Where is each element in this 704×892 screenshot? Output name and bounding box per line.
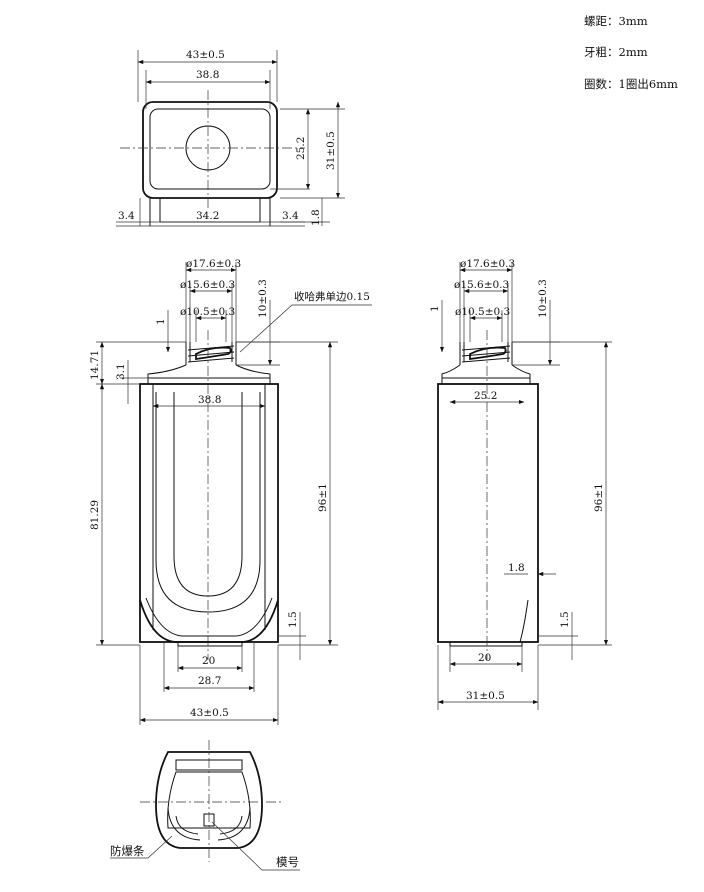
thread-width-note: 牙粗：2mm [584,45,648,59]
top-foot-left-label: 3.4 [118,210,135,222]
side-neck-thread-label: ø15.6±0.3 [454,279,509,291]
top-depth-outer-label: 31±0.5 [325,131,337,170]
vent-strip-label: 防爆条 [110,844,145,858]
front-shoulder-ring-label: 3.1 [115,363,127,380]
front-shoulder-total-label: 14.71 [89,350,101,380]
side-neck-outer-label: ø17.6±0.3 [460,258,515,270]
front-base-curve [139,599,279,643]
front-body-width-label: 43±0.5 [190,707,229,719]
front-neck-thread-label: ø15.6±0.3 [180,279,235,291]
side-neck-outline [459,342,513,365]
front-shoulder [147,364,271,385]
side-body-depth-label: 31±0.5 [466,690,505,702]
front-neck-outer-label: ø17.6±0.3 [186,258,241,270]
front-neck-height-label: 10±0.3 [257,279,269,318]
bottom-view-outline [155,751,263,849]
side-total-height-label: 96±1 [593,483,605,512]
side-inner-width-label: 25.2 [474,390,497,402]
top-foot-right-label: 3.4 [282,210,299,222]
front-total-height-label: 96±1 [317,483,329,512]
side-thread-step-label: 1 [429,305,441,312]
side-neck-height-label: 10±0.3 [537,279,549,318]
front-body-inner-width-label: 38.8 [198,394,221,406]
front-neck-outline [185,342,237,365]
top-foot-mid-label: 34.2 [196,210,219,222]
top-foot-height-label: 1.8 [310,209,322,226]
front-body-outline [139,383,279,643]
front-base-inner-label: 20 [202,655,215,667]
top-view-inner-outline [149,108,271,190]
foot-outline [149,198,271,226]
top-depth-inner-label: 25.2 [295,137,307,160]
side-neck-inner-label: ø10.5±0.3 [455,306,510,318]
front-body-height-label: 81.29 [89,500,101,530]
top-width-outer-label: 43±0.5 [186,49,225,61]
side-view: ø17.6±0.3 ø15.6±0.3 ø10.5±0.3 10±0.3 1 2… [429,258,612,710]
top-view-outline [142,101,278,199]
side-base-inner-label: 20 [478,652,491,664]
front-shoulder-note: 收哈弗单边0.15 [294,290,370,303]
top-view: 43±0.5 38.8 25.2 31±0.5 3.4 34.2 3.4 1.8 [116,49,345,227]
side-base-step-label: 1.5 [559,611,571,628]
top-width-inner-label: 38.8 [196,69,219,81]
side-body-outline [437,383,539,643]
turns-note: 圈数：1圈出6mm [584,77,678,91]
front-base-step-label: 1.5 [287,611,299,628]
front-u-outer [155,392,261,613]
front-neck-inner-label: ø10.5±0.3 [180,306,235,318]
side-wall-label: 1.8 [508,562,525,574]
mold-number-label: 模号 [276,855,299,869]
front-view: ø17.6±0.3 ø15.6±0.3 ø10.5±0.3 10±0.3 1 收… [89,258,372,725]
bottom-view: 防爆条 模号 [110,740,300,871]
side-thread-crest [469,346,507,361]
pitch-note: 螺距：3mm [584,14,648,28]
front-thread-step-label: 1 [155,318,167,325]
front-base-outer-label: 28.7 [198,675,221,687]
side-shoulder [441,364,531,385]
spec-notes: 螺距：3mm 牙粗：2mm 圈数：1圈出6mm [584,14,678,91]
